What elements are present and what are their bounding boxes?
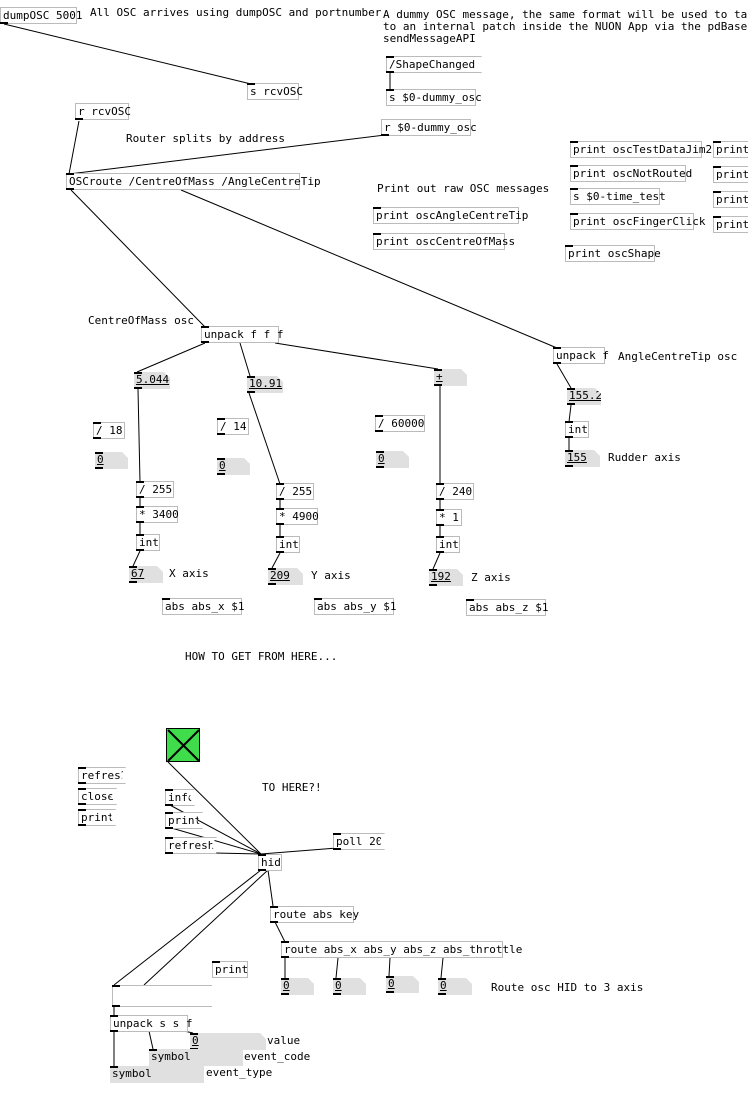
print-message-hid[interactable]: print	[165, 812, 203, 829]
print-osc-not-routed[interactable]: print oscNotRouted	[570, 165, 692, 182]
int-rudder-object[interactable]: int	[565, 421, 589, 438]
int-x-object[interactable]: int	[136, 534, 160, 551]
bang-toggle[interactable]	[166, 728, 200, 762]
centre-of-mass-x-number[interactable]: 5.044	[134, 372, 170, 389]
send-dummy-osc-object[interactable]: s $0-dummy_osc	[386, 89, 482, 106]
multiply-4900-object[interactable]: * 4900	[276, 508, 319, 525]
poll-20-message[interactable]: poll 20	[333, 833, 385, 850]
x-mark-icon	[167, 729, 200, 762]
unpack-fff-object[interactable]: unpack f f f	[201, 326, 283, 343]
comment-dummy-osc: A dummy OSC message, the same format wil…	[383, 8, 748, 45]
comment-event-code: event_code	[244, 1050, 311, 1063]
zero-number-c[interactable]: 0	[376, 451, 409, 468]
comment-value: value	[267, 1034, 301, 1047]
send-time-test-object[interactable]: s $0-time_test	[570, 188, 666, 205]
print-osc-centre-of-mass[interactable]: print oscCentreOfMass	[373, 233, 515, 250]
zero-number-a[interactable]: 0	[95, 452, 128, 469]
comment-y-axis: Y axis	[311, 569, 351, 582]
print-message-left[interactable]: print	[78, 809, 116, 826]
divide-255-y-object[interactable]: / 255	[276, 483, 314, 500]
abs-x-object[interactable]: abs abs_x $1	[162, 598, 244, 615]
comment-all-osc: All OSC arrives using dumpOSC and portnu…	[90, 6, 382, 19]
hid-z-number[interactable]: 0	[386, 976, 419, 993]
comment-to-here: TO HERE?!	[262, 781, 322, 794]
hid-y-number[interactable]: 0	[333, 978, 366, 995]
print-osc-shape[interactable]: print oscShape	[565, 245, 661, 262]
print-osc-test-data[interactable]: print oscTestDataJim2	[570, 141, 712, 158]
unpack-ssf-object[interactable]: unpack s s f	[110, 1015, 192, 1032]
shape-changed-message[interactable]: /ShapeChanged 1	[386, 56, 482, 73]
centre-of-mass-y-number[interactable]: 10.91	[247, 376, 283, 393]
divide-255-x-object[interactable]: / 255	[136, 481, 174, 498]
receive-dummy-osc-object[interactable]: r $0-dummy_osc	[381, 119, 477, 136]
comment-angle-centre-tip: AngleCentreTip osc	[618, 350, 738, 363]
centre-of-mass-z-number[interactable]: +	[434, 369, 467, 386]
route-abs-key-object[interactable]: route abs key	[270, 906, 359, 923]
multiply-3400-object[interactable]: * 3400	[136, 506, 179, 523]
unpack-f-object[interactable]: unpack f	[553, 347, 609, 364]
divide-18-object[interactable]: / 18	[93, 422, 125, 439]
y-axis-number[interactable]: 209	[268, 568, 303, 585]
dumposc-object[interactable]: dumpOSC 5001	[0, 7, 82, 24]
angle-number[interactable]: 155.2	[567, 388, 601, 405]
comment-route-osc-hid: Route osc HID to 3 axis	[491, 981, 644, 994]
refresh-message-hid[interactable]: refresh	[165, 837, 217, 854]
info-message[interactable]: info	[165, 789, 195, 806]
event-type-symbol[interactable]: symbol	[110, 1066, 204, 1083]
print-right-1[interactable]: print	[713, 141, 748, 158]
comment-print-raw: Print out raw OSC messages	[377, 182, 550, 195]
int-y-object[interactable]: int	[276, 536, 300, 553]
comment-x-axis: X axis	[169, 567, 209, 580]
x-axis-number[interactable]: 67	[129, 566, 163, 583]
abs-y-object[interactable]: abs abs_y $1	[314, 598, 396, 615]
rudder-number[interactable]: 155	[565, 450, 600, 467]
print-osc-finger-click[interactable]: print oscFingerClick	[570, 213, 705, 230]
list-box[interactable]	[112, 985, 212, 1007]
send-rcvosc-object[interactable]: s rcvOSC	[247, 83, 303, 100]
print-right-2[interactable]: print	[713, 166, 748, 183]
hid-throttle-number[interactable]: 0	[438, 978, 472, 995]
zero-number-b[interactable]: 0	[217, 458, 250, 475]
divide-14-object[interactable]: / 14	[217, 418, 249, 435]
int-z-object[interactable]: int	[436, 536, 460, 553]
route-axes-object[interactable]: route abs_x abs_y abs_z abs_throttle	[281, 941, 522, 958]
multiply-1-object[interactable]: * 1	[436, 509, 462, 526]
event-code-symbol[interactable]: symbol	[149, 1049, 243, 1066]
hid-x-number[interactable]: 0	[281, 978, 314, 995]
comment-how-to-get: HOW TO GET FROM HERE...	[185, 650, 338, 663]
divide-240-object[interactable]: / 240	[436, 483, 474, 500]
oscroute-object[interactable]: OSCroute /CentreOfMass /AngleCentreTip	[66, 173, 321, 190]
comment-centre-of-mass: CentreOfMass osc	[88, 314, 194, 327]
close-message[interactable]: close	[78, 788, 117, 805]
hid-object[interactable]: hid	[258, 854, 282, 871]
z-axis-number[interactable]: 192	[429, 569, 463, 586]
print-osc-angle-centre-tip[interactable]: print oscAngleCentreTip	[373, 207, 528, 224]
print-hid-object[interactable]: print	[212, 961, 248, 978]
divide-60000-object[interactable]: / 60000	[375, 415, 425, 432]
comment-z-axis: Z axis	[471, 571, 511, 584]
comment-rudder-axis: Rudder axis	[608, 451, 681, 464]
print-right-3[interactable]: print	[713, 191, 748, 208]
refresh-message-left[interactable]: refresh	[78, 767, 126, 784]
abs-z-object[interactable]: abs abs_z $1	[466, 599, 548, 616]
receive-rcvosc-object[interactable]: r rcvOSC	[75, 103, 131, 120]
print-right-4[interactable]: print	[713, 216, 748, 233]
comment-router-splits: Router splits by address	[126, 132, 285, 145]
value-number[interactable]: 0	[190, 1033, 266, 1050]
comment-event-type: event_type	[206, 1066, 273, 1079]
